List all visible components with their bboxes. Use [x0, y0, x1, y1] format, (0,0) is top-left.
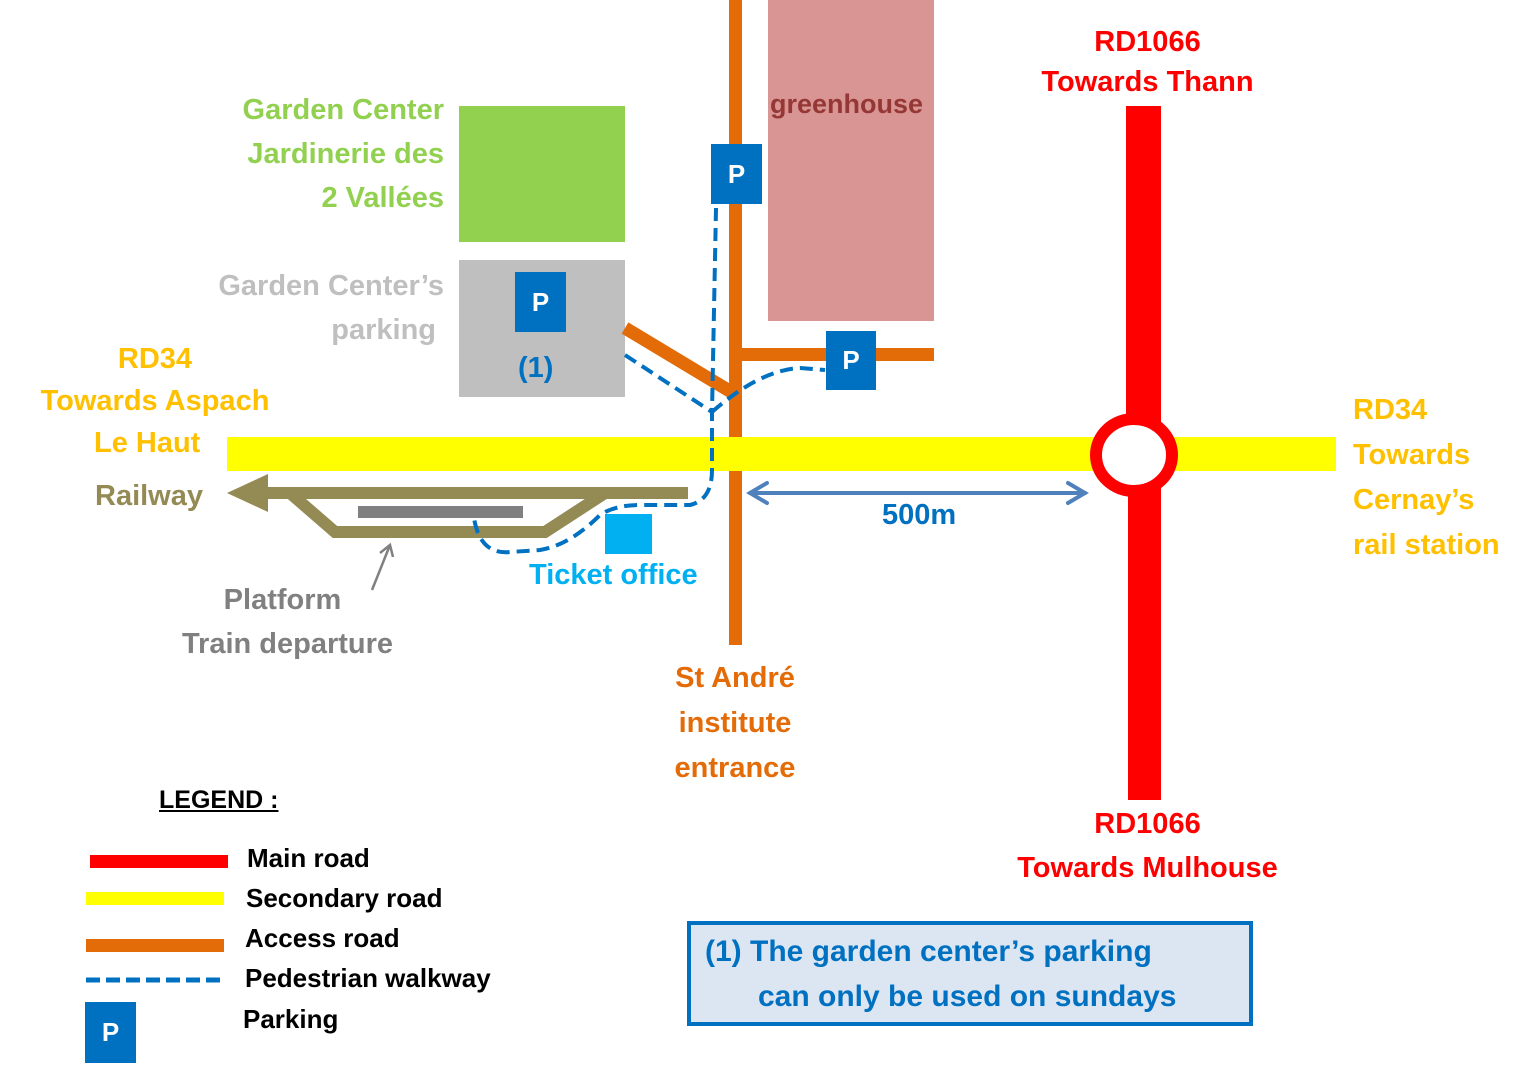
st-andre-label-line: entrance — [674, 752, 796, 784]
platform — [358, 506, 523, 518]
footnote-line-2: can only be used on sundays — [758, 980, 1177, 1013]
legend-item-access-road: Access road — [245, 923, 400, 953]
garden-center-label-line: 2 Vallées — [321, 182, 444, 214]
platform-label-line: Platform — [223, 584, 342, 616]
platform-pointer-arrowhead — [379, 542, 395, 558]
ticket-office-building — [605, 514, 652, 554]
rd1066-south-label-line: Towards Mulhouse — [1017, 852, 1278, 884]
railway-tracks — [265, 487, 688, 538]
ticket-office-label: Ticket office — [529, 559, 698, 591]
st-andre-label-line: institute — [678, 707, 792, 739]
garden-center-label-line: Jardinerie des — [247, 138, 444, 170]
legend-item-secondary-road: Secondary road — [246, 883, 443, 913]
greenhouse-label: greenhouse — [770, 89, 924, 119]
rd1066-north-label-line: RD1066 — [1094, 26, 1201, 58]
rd1066-north-label: RD1066 Towards Thann — [1020, 22, 1275, 102]
rd34-west-label-line: Le Haut — [94, 427, 201, 459]
rd34-west-label-line: RD34 — [117, 343, 193, 375]
parking-icon-greenhouse: P — [826, 331, 876, 390]
platform-pointer-arrow — [370, 544, 392, 591]
footnote-line-1: (1) The garden center’s parking — [705, 935, 1152, 968]
legend-item-walkway: Pedestrian walkway — [245, 963, 491, 993]
legend-title: LEGEND : — [159, 786, 279, 814]
access-road-garden-parking — [621, 322, 737, 399]
footnote-box: (1) The garden center’s parking can only… — [687, 921, 1253, 1026]
garden-center-label-line: Garden Center — [242, 94, 444, 126]
rd34-west-label: RD34 Towards Aspach Le Haut — [30, 338, 280, 464]
legend-parking-icon: P — [85, 1002, 136, 1063]
garden-parking-note-ref: (1) — [518, 352, 554, 384]
pedestrian-walkways — [472, 207, 826, 555]
legend-swatch-main-road — [90, 855, 228, 868]
rd34-east-label: RD34 Towards Cernay’s rail station — [1353, 388, 1500, 568]
garden-parking-label-line: Garden Center’s — [218, 270, 444, 302]
railway-label: Railway — [95, 480, 203, 512]
rd1066-north-label-line: Towards Thann — [1041, 66, 1254, 98]
main-road-rd1066-north — [1126, 106, 1161, 426]
rd1066-south-label: RD1066 Towards Mulhouse — [990, 802, 1305, 890]
main-road-rd1066-south — [1128, 480, 1161, 800]
distance-label: 500m — [882, 499, 957, 531]
garden-parking-label-line: parking — [331, 314, 436, 346]
st-andre-label: St André institute entrance — [650, 656, 820, 791]
rd34-east-label-line: RD34 — [1353, 394, 1428, 426]
access-road-vertical — [729, 0, 742, 645]
st-andre-label-line: St André — [675, 662, 795, 694]
platform-label: Platform Train departure — [160, 578, 415, 666]
garden-center-label: Garden Center Jardinerie des 2 Vallées — [243, 88, 444, 220]
platform-label-line: Train departure — [181, 628, 394, 660]
greenhouse-building — [768, 0, 934, 321]
legend-item-main-road: Main road — [247, 843, 370, 873]
railway-arrowhead — [227, 474, 268, 512]
legend-swatch-secondary-road — [86, 892, 224, 905]
rd1066-south-label-line: RD1066 — [1094, 808, 1201, 840]
legend-item-parking: Parking — [243, 1004, 339, 1034]
garden-parking-label: Garden Center’s parking — [218, 264, 444, 352]
distance-arrow — [746, 481, 1089, 505]
garden-center-building — [459, 106, 625, 242]
legend-swatch-access-road — [86, 939, 224, 952]
rd34-east-label-line: rail station — [1353, 529, 1500, 561]
rd34-east-label-line: Cernay’s — [1353, 484, 1475, 516]
rd34-east-label-line: Towards — [1353, 439, 1471, 471]
parking-icon-access-road: P — [711, 144, 762, 204]
roundabout — [1090, 413, 1178, 497]
parking-icon-garden-center: P — [515, 272, 566, 332]
rd34-west-label-line: Towards Aspach — [40, 385, 270, 417]
